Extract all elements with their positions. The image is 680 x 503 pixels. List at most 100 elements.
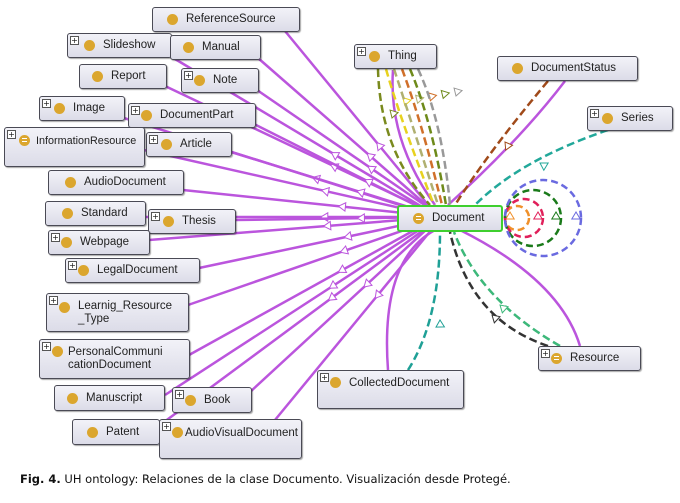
node-label: AudioDocument <box>84 176 166 188</box>
subclass-edge <box>459 228 582 347</box>
property-edge <box>384 68 436 206</box>
edge-arrowhead <box>320 186 331 197</box>
node-resource[interactable]: + Resource <box>538 346 641 371</box>
node-label: Article <box>180 138 212 150</box>
ontology-graph-canvas[interactable]: ReferenceSource + Slideshow Manual Repor… <box>0 0 680 465</box>
node-audiovisualdocument[interactable]: + AudioVisualDocument <box>159 419 302 459</box>
expand-icon[interactable]: + <box>151 212 160 221</box>
edges-layer <box>123 30 609 427</box>
class-icon <box>172 427 183 438</box>
edge-arrowhead <box>327 291 338 301</box>
node-label: InformationResource <box>36 135 137 147</box>
expand-icon[interactable]: + <box>541 349 550 358</box>
class-icon <box>369 51 380 62</box>
class-icon <box>330 377 341 388</box>
property-edge <box>400 68 444 206</box>
property-edge <box>453 80 549 206</box>
figure-number: Fig. 4. <box>20 472 61 486</box>
node-audiodocument[interactable]: AudioDocument <box>48 170 184 195</box>
subclass-edge <box>148 215 441 242</box>
node-label: Resource <box>570 352 620 364</box>
node-personalcommunicationdocument[interactable]: + PersonalCommuni cationDocument <box>39 339 190 379</box>
subclass-edge <box>274 216 443 421</box>
expand-icon[interactable]: + <box>42 99 51 108</box>
node-label: Report <box>111 70 146 82</box>
node-documentpart[interactable]: + DocumentPart <box>128 103 256 128</box>
class-icon <box>61 237 72 248</box>
node-referencesource[interactable]: ReferenceSource <box>152 7 300 32</box>
property-edge <box>406 231 442 371</box>
equivalent-class-icon <box>19 135 30 146</box>
class-icon <box>67 392 78 404</box>
class-icon <box>183 42 194 53</box>
property-edge <box>416 68 452 206</box>
class-icon <box>161 139 172 150</box>
node-collecteddocument[interactable]: + CollectedDocument <box>317 370 464 409</box>
expand-icon[interactable]: + <box>7 130 16 139</box>
class-icon <box>62 208 73 219</box>
node-label: ReferenceSource <box>186 13 276 25</box>
expand-icon[interactable]: + <box>51 233 60 242</box>
node-informationresource[interactable]: + InformationResource <box>4 127 145 167</box>
figure-caption: Fig. 4. UH ontology: Relaciones de la cl… <box>20 472 511 486</box>
node-documentstatus[interactable]: DocumentStatus <box>497 56 638 81</box>
node-thesis[interactable]: + Thesis <box>148 209 236 234</box>
node-label: Manual <box>202 41 240 53</box>
class-icon <box>52 346 63 357</box>
node-thing[interactable]: + Thing <box>354 44 437 69</box>
expand-icon[interactable]: + <box>149 135 158 144</box>
node-label: DocumentPart <box>160 109 234 121</box>
caption-text: UH ontology: Relaciones de la clase Docu… <box>60 472 511 486</box>
edge-arrowhead <box>322 220 332 231</box>
node-patent[interactable]: Patent <box>72 419 160 445</box>
class-icon <box>141 110 152 121</box>
edge-arrowhead <box>453 87 464 97</box>
expand-icon[interactable]: + <box>162 422 171 431</box>
property-edge <box>376 68 431 206</box>
expand-icon[interactable]: + <box>175 390 184 399</box>
edge-arrowhead <box>376 141 386 152</box>
class-icon <box>512 63 523 74</box>
node-label: Patent <box>106 425 140 438</box>
node-image[interactable]: + Image <box>39 96 125 121</box>
edge-arrowhead <box>328 279 339 289</box>
subclass-edge <box>257 57 441 218</box>
node-learnig-resource-type[interactable]: + Learnig_Resource _Type <box>46 293 189 332</box>
edge-arrowhead <box>337 264 348 274</box>
expand-icon[interactable]: + <box>320 373 329 382</box>
property-edge <box>452 231 561 348</box>
node-label: PersonalCommuni cationDocument <box>68 346 163 371</box>
expand-icon[interactable]: + <box>49 296 58 305</box>
expand-icon[interactable]: + <box>131 106 140 115</box>
class-icon <box>87 426 98 438</box>
equivalent-class-icon <box>551 353 562 364</box>
expand-icon[interactable]: + <box>590 109 599 118</box>
node-document-focus[interactable]: Document <box>397 205 503 232</box>
node-manual[interactable]: Manual <box>170 35 261 60</box>
node-book[interactable]: + Book <box>172 387 252 413</box>
node-slideshow[interactable]: + Slideshow <box>67 33 172 58</box>
expand-icon[interactable]: + <box>184 71 193 80</box>
class-icon <box>78 265 89 276</box>
node-standard[interactable]: Standard <box>45 201 146 226</box>
expand-icon[interactable]: + <box>70 36 79 45</box>
property-edge <box>448 231 549 348</box>
node-report[interactable]: Report <box>79 64 167 89</box>
node-label: AudioVisualDocument <box>185 427 298 439</box>
node-series[interactable]: + Series <box>587 106 673 131</box>
node-note[interactable]: + Note <box>181 68 259 93</box>
node-label: Image <box>73 102 105 114</box>
edge-arrowhead <box>435 319 446 328</box>
edge-arrowhead <box>491 314 501 324</box>
expand-icon[interactable]: + <box>68 261 77 270</box>
node-legaldocument[interactable]: + LegalDocument <box>65 258 200 283</box>
expand-icon[interactable]: + <box>42 342 51 351</box>
class-icon <box>84 40 95 51</box>
self-loop-edge <box>503 178 583 258</box>
expand-icon[interactable]: + <box>357 47 366 56</box>
node-article[interactable]: + Article <box>146 132 232 157</box>
class-icon <box>185 394 196 406</box>
subclass-edge <box>253 122 440 219</box>
node-manuscript[interactable]: Manuscript <box>54 385 165 411</box>
node-webpage[interactable]: + Webpage <box>48 230 150 255</box>
